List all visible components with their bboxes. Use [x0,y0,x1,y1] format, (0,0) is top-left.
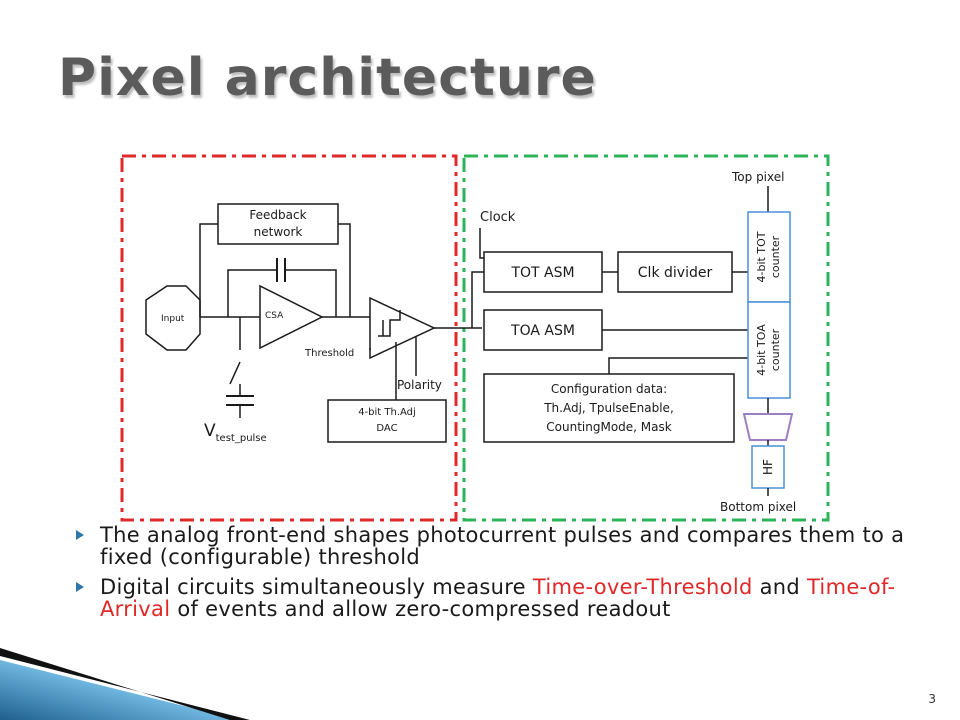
config-label-2: Th.Adj, TpulseEnable, [543,401,674,415]
digital-region-border [462,154,830,522]
dac-block [327,399,447,443]
corner-swoosh-blue [0,660,240,720]
threshold-label: Threshold [304,348,354,359]
comparator-hysteresis-symbol [378,310,401,337]
input-label: Input [161,314,185,324]
readout-mux-trapezoid [742,413,794,441]
dac-label-2: DAC [376,423,397,434]
bullet-list: The analog front-end shapes photocurrent… [72,524,932,628]
polarity-label: Polarity [397,378,442,392]
top-pixel-label: Top pixel [731,170,784,184]
toa-asm-label: TOA ASM [510,323,575,339]
corner-decoration [0,648,250,720]
tot-asm-label: TOT ASM [510,265,574,281]
csa-label: CSA [265,311,284,321]
page-number: 3 [928,692,936,706]
feedback-network-label-2: network [254,225,303,239]
clk-divider-label: Clk divider [638,265,713,281]
slide-title: Pixel architecture [58,48,597,108]
bullet-item-1: The analog front-end shapes photocurrent… [72,524,932,568]
hf-label: HF [761,459,775,475]
feedback-network-label-1: Feedback [249,208,306,222]
toa-counter-label: 4-bit TOAcounter [755,324,782,376]
wire-comparator-to-tot [471,271,484,328]
test-pulse-switch [229,361,241,385]
wire-feedback-right [338,223,351,317]
bullet-arrow-icon [76,582,84,592]
bullet-2-text-end: of events and allow zero-compressed read… [170,597,671,621]
v-test-pulse-label: Vtest_pulse [204,421,267,444]
config-data-block [483,373,735,443]
wire-config-to-bus [608,357,748,374]
wire-feedback-cap-left [227,269,276,317]
input-port-octagon [145,285,201,351]
csa-amplifier [259,284,324,350]
tot-counter-block [747,211,791,303]
bullet-1-text: The analog front-end shapes photocurrent… [100,523,905,569]
feedback-network-block [217,203,339,245]
config-label-3: CountingMode, Mask [546,420,671,434]
config-label-1: Configuration data: [551,382,667,396]
bottom-pixel-label: Bottom pixel [720,500,796,514]
analog-region-border [120,154,458,522]
bullet-2-accent-tot: Time-over-Threshold [532,575,753,599]
bullet-item-2: Digital circuits simultaneously measure … [72,576,932,620]
toa-counter-block [747,301,791,399]
tot-counter-label: 4-bit TOTcounter [755,231,782,282]
dac-label-1: 4-bit Th.Adj [358,407,416,418]
bullet-arrow-icon [76,530,84,540]
wire-feedback-cap-right [286,269,337,317]
wire-clock [479,228,484,259]
bullet-2-text-start: Digital circuits simultaneously measure [100,575,533,599]
clock-label: Clock [480,210,516,225]
bullet-2-accent-toa: Time-of-Arrival [100,575,896,621]
comparator-amplifier [369,296,436,360]
bullet-2-text-middle: and [752,575,807,599]
wire-feedback-left [199,223,218,317]
